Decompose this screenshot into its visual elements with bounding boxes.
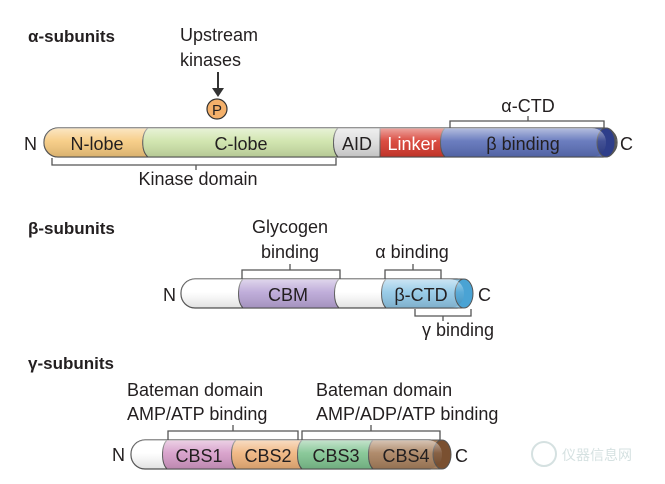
seg-linker-label: Linker [387,134,436,154]
glycogen-binding-bracket [241,264,341,279]
gamma-binding-bracket [414,309,472,321]
glycogen-binding-label-line1: Glycogen [252,217,328,237]
seg-cbs4-label: CBS4 [382,446,429,466]
seg-bbinding-label: β binding [486,134,559,154]
bateman1-label-line1: Bateman domain [127,380,263,400]
bateman2-label-line1: Bateman domain [316,380,452,400]
alpha-binding-bracket [384,264,442,279]
beta-c-terminus: C [478,285,491,305]
bateman1-label-line2: AMP/ATP binding [127,404,267,424]
gamma-title: γ-subunits [28,354,114,373]
watermark-logo-icon [531,441,557,467]
upstream-arrow [212,72,224,97]
gamma-binding-label: γ binding [422,320,494,340]
upstream-kinases-label-line2: kinases [180,50,241,70]
seg-cbs1-label: CBS1 [175,446,222,466]
alpha-n-terminus: N [24,134,37,154]
seg-nlobe-label: N-lobe [70,134,123,154]
alpha-binding-label: α binding [375,242,448,262]
seg-ctd-label: β-CTD [394,285,447,305]
phospho-label: P [212,102,222,119]
glycogen-binding-label-line2: binding [261,242,319,262]
kinase-domain-bracket [51,158,337,170]
gamma-n-terminus: N [112,445,125,465]
watermark-text: 仪器信息网 [562,447,632,464]
seg-aid-label: AID [342,134,372,154]
seg-cbs2-label: CBS2 [244,446,291,466]
alpha-ctd-label: α-CTD [501,96,554,116]
kinase-domain-label: Kinase domain [138,169,257,189]
seg-clobe-label: C-lobe [214,134,267,154]
alpha-title: α-subunits [28,27,115,46]
beta-n-terminus: N [163,285,176,305]
gamma-c-terminus: C [455,446,468,466]
phospho-circle [206,98,228,120]
alpha-ctd-bracket [449,116,605,128]
upstream-kinases-label-line1: Upstream [180,25,258,45]
watermark: 仪器信息网 [531,441,632,467]
alpha-c-terminus: C [620,134,633,154]
bateman2-bracket [301,425,441,440]
seg-cbm-label: CBM [268,285,308,305]
seg-cbs3-label: CBS3 [312,446,359,466]
beta-title: β-subunits [28,219,115,238]
bateman1-bracket [167,425,299,440]
bateman2-label-line2: AMP/ADP/ATP binding [316,404,498,424]
